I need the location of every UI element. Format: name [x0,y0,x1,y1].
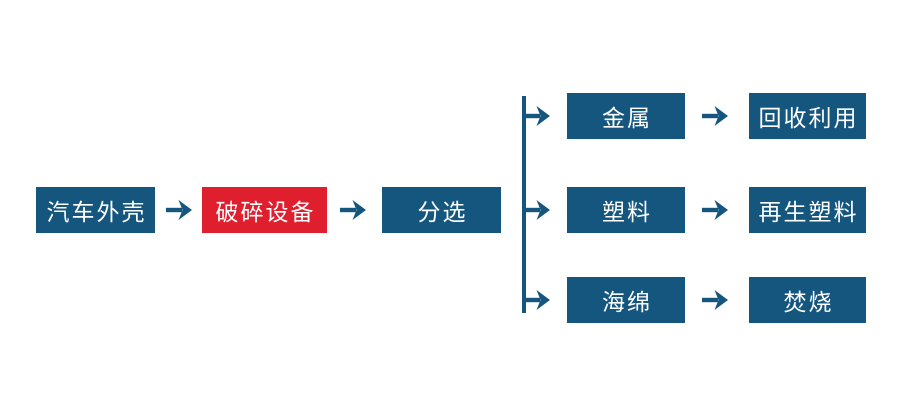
arrow-right-icon [702,200,728,220]
node-car-shell: 汽车外壳 [36,187,155,233]
connector-crusher-to-sorting [340,200,366,220]
node-sponge: 海绵 [567,277,685,323]
node-plastic: 塑料 [567,187,685,233]
node-metal: 金属 [567,93,685,139]
connector-sponge-to-incinerate [702,290,728,310]
node-incineration: 焚烧 [749,277,866,323]
arrow-right-icon [166,200,192,220]
connector-car-to-crusher [166,200,192,220]
arrow-right-icon [524,200,550,220]
arrow-right-icon [524,290,550,310]
arrow-right-icon [340,200,366,220]
node-recycle-reuse: 回收利用 [749,93,866,139]
connector-spine-to-metal [524,106,550,126]
arrow-right-icon [702,290,728,310]
node-sorting: 分选 [382,187,501,233]
node-crusher: 破碎设备 [202,187,327,233]
connector-metal-to-recycle [702,106,728,126]
arrow-right-icon [702,106,728,126]
node-regen-plastic: 再生塑料 [749,187,866,233]
connector-spine-to-plastic [524,200,550,220]
arrow-right-icon [524,106,550,126]
connector-spine-to-sponge [524,290,550,310]
branch-spine-line [522,96,526,313]
connector-plastic-to-regen [702,200,728,220]
